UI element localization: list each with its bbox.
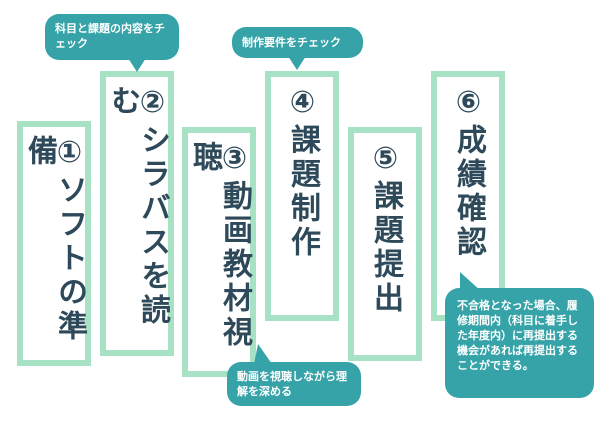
step-1-software: ①ソフトの準備 — [17, 121, 91, 366]
step-label: ⑥成績確認 — [451, 85, 486, 260]
callout-tail — [254, 344, 272, 364]
callout-tail — [460, 272, 482, 292]
callout-syllabus: 科目と課題の内容をチェック — [45, 14, 179, 60]
step-label: ⑤課題提出 — [368, 141, 403, 316]
step-2-syllabus: ②シラバスを読む — [100, 71, 174, 356]
callout-video: 動画を視聴しながら理解を深める — [227, 362, 361, 406]
callout-tail — [288, 56, 306, 70]
step-5-submit: ⑤課題提出 — [348, 127, 422, 361]
callout-requirements: 制作要件をチェック — [232, 27, 363, 58]
step-label: ②シラバスを読む — [105, 85, 170, 328]
step-label: ④課題制作 — [285, 85, 320, 260]
step-4-assignment: ④課題制作 — [265, 71, 339, 321]
step-label: ③動画教材視聴 — [187, 141, 252, 350]
step-3-video: ③動画教材視聴 — [182, 127, 256, 377]
callout-grades: 不合格となった場合、履修期間内（科目に着手した年度内）に再提出する機会があれば再… — [445, 288, 594, 398]
step-label: ①ソフトの準備 — [22, 135, 87, 344]
callout-tail — [128, 58, 146, 72]
